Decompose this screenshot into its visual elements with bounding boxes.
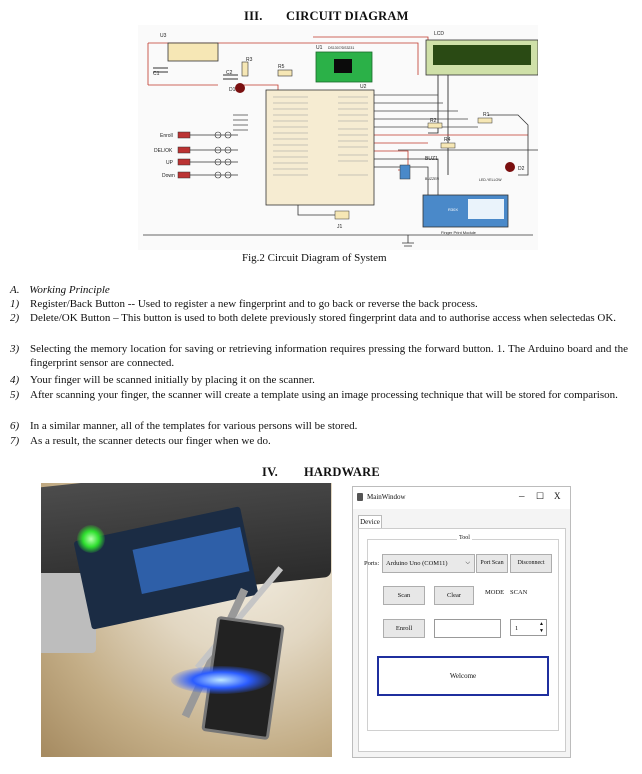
enroll-id-input[interactable] — [434, 619, 501, 638]
list-number: 3) — [10, 343, 20, 355]
list-number: 6) — [10, 420, 20, 432]
section-title: CIRCUIT DIAGRAM — [286, 9, 409, 23]
spin-down-icon[interactable]: ▼ — [539, 629, 544, 634]
list-item: 4) Your finger will be scanned initially… — [10, 373, 630, 387]
port-scan-button[interactable]: Port Scan — [476, 554, 508, 573]
ports-label: Ports: — [364, 560, 380, 567]
close-button[interactable]: X — [554, 491, 561, 501]
enroll-button[interactable]: Enroll — [383, 619, 425, 638]
label-c2: C2 — [226, 70, 233, 76]
list-number: 2) — [10, 312, 20, 324]
list-item: 3) Selecting the memory location for sav… — [10, 342, 630, 370]
label-r1: R1 — [483, 112, 490, 118]
label-up: UP — [166, 160, 174, 166]
label-r5: R5 — [278, 64, 285, 70]
label-down: Down — [162, 173, 175, 179]
circuit-diagram: U3 C1 C2 D1 R3 R5 U1 DS1307/DS3231 U2 LC… — [138, 25, 539, 250]
port-select-value: Arduino Uno (COM11) — [386, 560, 448, 567]
label-r2: R2 — [430, 118, 437, 124]
green-led-glow — [77, 525, 105, 553]
disconnect-button[interactable]: Disconnect — [510, 554, 552, 573]
label-r30x: R30X — [448, 207, 458, 212]
list-text: As a result, the scanner detects our fin… — [30, 435, 271, 447]
label-d2: D2 — [518, 166, 525, 172]
label-r3: R3 — [246, 57, 253, 63]
list-item: 1) Register/Back Button -- Used to regis… — [10, 297, 630, 311]
label-d1: D1 — [229, 87, 236, 93]
slot-spinbox[interactable]: 1 ▲ ▼ — [510, 619, 547, 636]
label-lcd: LCD — [434, 31, 444, 37]
scan-button[interactable]: Scan — [383, 586, 425, 605]
label-u1-chip: DS1307/DS3231 — [328, 46, 354, 50]
list-text: Register/Back Button -- Used to register… — [30, 298, 478, 310]
list-number: 5) — [10, 389, 20, 401]
label-c1: C1 — [153, 71, 160, 77]
list-text: Selecting the memory location for saving… — [30, 343, 628, 369]
minimize-button[interactable]: – — [519, 490, 525, 502]
label-u2: U2 — [360, 84, 367, 90]
mode-value: SCAN — [510, 589, 528, 596]
list-text: Your finger will be scanned initially by… — [30, 374, 315, 386]
subsection-title: Working Principle — [29, 284, 110, 296]
list-item: 7) As a result, the scanner detects our … — [10, 434, 630, 448]
window-app-icon — [357, 493, 363, 501]
mode-label: MODE — [485, 589, 505, 596]
label-r4: R4 — [444, 137, 451, 143]
hardware-photo — [41, 483, 332, 757]
tab-device[interactable]: Device — [358, 515, 382, 529]
list-item: 6) In a similar manner, all of the templ… — [10, 419, 630, 433]
window-title: MainWindow — [367, 493, 406, 501]
circuit-svg: U3 C1 C2 D1 R3 R5 U1 DS1307/DS3231 U2 LC… — [143, 31, 539, 247]
section-heading-circuit: III. CIRCUIT DIAGRAM — [244, 9, 409, 24]
list-number: 4) — [10, 374, 20, 386]
list-number: 1) — [10, 298, 20, 310]
section-title: HARDWARE — [304, 465, 380, 479]
label-sensor: Finger Print Module — [441, 230, 477, 235]
label-delok: DEL/OK — [154, 148, 173, 154]
list-text: Delete/OK Button – This button is used t… — [30, 312, 617, 324]
clear-button[interactable]: Clear — [434, 586, 474, 605]
label-buz1: BUZ1 — [425, 156, 438, 162]
label-u1: U1 — [316, 45, 323, 51]
list-number: 7) — [10, 435, 20, 447]
label-buzzer: BUZZER — [425, 177, 439, 181]
list-item: 2) Delete/OK Button – This button is use… — [10, 311, 630, 339]
list-text: After scanning your finger, the scanner … — [30, 389, 618, 401]
list-text: In a similar manner, all of the template… — [30, 420, 358, 432]
label-led: LED-YELLOW — [479, 178, 502, 182]
blue-led-glow — [171, 666, 271, 694]
section-heading-hardware: IV. HARDWARE — [262, 465, 380, 480]
label-u3: U3 — [160, 33, 167, 39]
figure-caption: Fig.2 Circuit Diagram of System — [242, 252, 387, 264]
spin-up-icon[interactable]: ▲ — [539, 622, 544, 627]
spinbox-value: 1 — [515, 625, 519, 632]
welcome-display: Welcome — [377, 656, 549, 696]
maximize-button[interactable]: ☐ — [536, 491, 545, 501]
section-number: IV. — [262, 465, 279, 479]
port-select[interactable]: Arduino Uno (COM11) ⌵ — [382, 554, 475, 573]
label-enroll: Enroll — [160, 133, 173, 139]
subsection-label: A. — [10, 284, 20, 296]
list-item: 5) After scanning your finger, the scann… — [10, 388, 630, 416]
tool-group-label: Tool — [457, 535, 472, 541]
label-j1: J1 — [337, 224, 343, 230]
section-number: III. — [244, 9, 263, 23]
title-bar: MainWindow – ☐ X — [353, 487, 570, 509]
chevron-down-icon: ⌵ — [465, 560, 470, 566]
subsection-heading: A. Working Principle — [10, 283, 110, 297]
